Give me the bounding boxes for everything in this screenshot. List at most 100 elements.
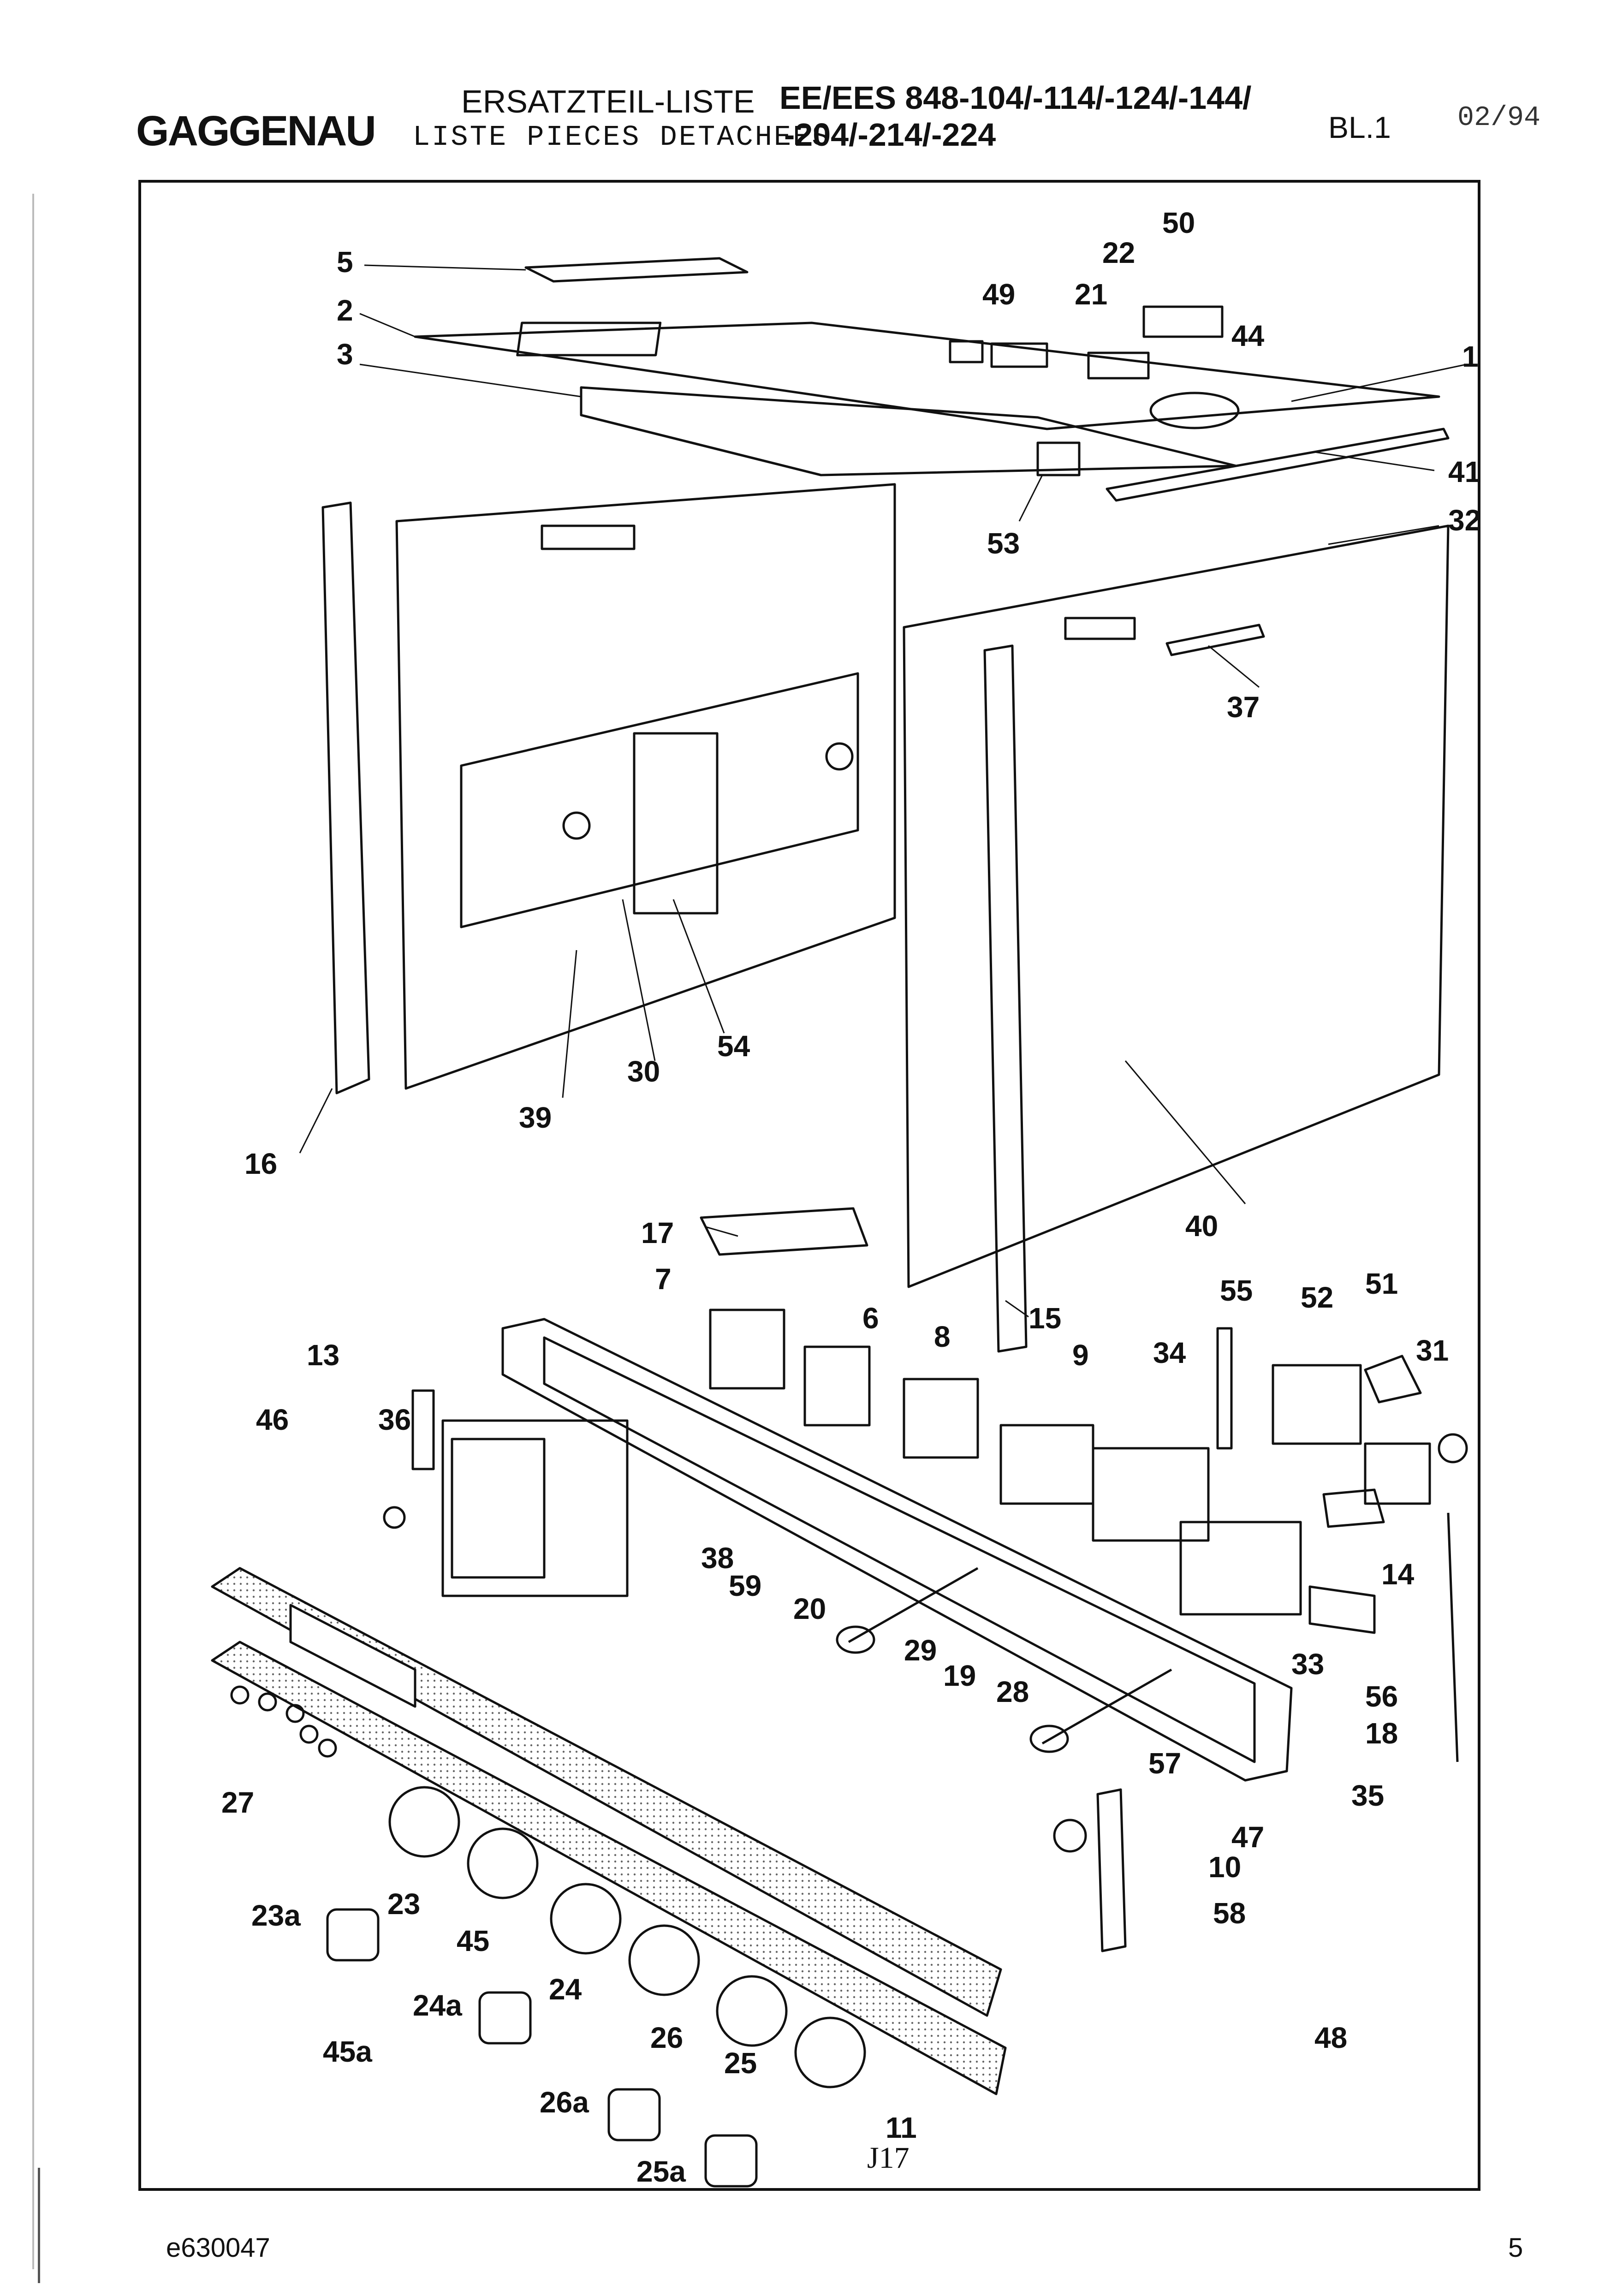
multi-switch-33 bbox=[1179, 1521, 1302, 1616]
knob-24-right bbox=[628, 1924, 700, 1996]
scan-edge-line-dark bbox=[38, 2168, 40, 2283]
part-label-44: 44 bbox=[1231, 319, 1265, 352]
part-label-34: 34 bbox=[1153, 1336, 1186, 1369]
label-plate bbox=[700, 1207, 868, 1256]
part-label-57: 57 bbox=[1148, 1747, 1181, 1780]
part-label-22: 22 bbox=[1102, 236, 1135, 269]
part-label-47: 47 bbox=[1231, 1820, 1264, 1854]
strip-55 bbox=[1216, 1327, 1233, 1450]
thermostat-coil bbox=[1438, 1433, 1468, 1463]
part-label-39: 39 bbox=[519, 1101, 552, 1134]
multi-switch-34 bbox=[1092, 1447, 1210, 1542]
part-label-26a: 26a bbox=[540, 2086, 589, 2119]
timer-front bbox=[451, 1438, 546, 1579]
part-label-36: 36 bbox=[378, 1403, 411, 1436]
part-label-41: 41 bbox=[1448, 455, 1481, 488]
part-label-11: 11 bbox=[886, 2111, 917, 2144]
part-label-8: 8 bbox=[934, 1320, 951, 1353]
button-27 bbox=[318, 1738, 337, 1758]
switch-6 bbox=[803, 1345, 871, 1427]
part-label-10: 10 bbox=[1208, 1850, 1241, 1884]
knob-23-left bbox=[388, 1786, 460, 1858]
cap-24a bbox=[478, 1991, 532, 2045]
side-rail-10 bbox=[1096, 1788, 1127, 1952]
part-label-59: 59 bbox=[729, 1569, 761, 1602]
shaft-29 bbox=[848, 1567, 979, 1643]
connector-block-22 bbox=[1087, 351, 1150, 380]
part-label-5: 5 bbox=[337, 245, 353, 279]
panel-hole bbox=[825, 742, 854, 771]
part-label-16: 16 bbox=[244, 1147, 277, 1180]
part-label-28: 28 bbox=[996, 1675, 1029, 1708]
part-label-35: 35 bbox=[1351, 1779, 1384, 1812]
part-label-20: 20 bbox=[793, 1592, 826, 1625]
part-label-45: 45 bbox=[457, 1924, 489, 1957]
part-label-19: 19 bbox=[943, 1659, 976, 1692]
part-label-45a: 45a bbox=[323, 2035, 372, 2068]
part-label-6: 6 bbox=[862, 1302, 879, 1335]
part-label-9: 9 bbox=[1072, 1338, 1089, 1372]
bracket-14 bbox=[1322, 1488, 1385, 1528]
button-27 bbox=[285, 1704, 305, 1723]
page-number: 5 bbox=[1508, 2233, 1523, 2263]
display-window bbox=[289, 1604, 416, 1708]
part-label-27: 27 bbox=[221, 1786, 254, 1819]
part-label-38: 38 bbox=[701, 1541, 734, 1575]
thermostat-31 bbox=[1364, 1442, 1431, 1505]
fan-motor bbox=[1149, 392, 1240, 429]
button-27 bbox=[299, 1725, 319, 1744]
part-label-2: 2 bbox=[337, 294, 353, 327]
vent-slot bbox=[1064, 617, 1136, 640]
control-frame-inner bbox=[543, 1336, 1256, 1763]
part-label-31: 31 bbox=[1416, 1334, 1449, 1367]
top-rail-edge bbox=[581, 414, 821, 476]
model-numbers-line1: EE/EES 848-104/-114/-124/-144/ bbox=[779, 80, 1252, 116]
sheet-number: BL.1 bbox=[1328, 110, 1391, 144]
scan-edge-line bbox=[32, 194, 34, 2269]
part-label-33: 33 bbox=[1291, 1648, 1324, 1681]
bracket-51 bbox=[1364, 1355, 1422, 1404]
part-label-29: 29 bbox=[904, 1634, 937, 1667]
part-label-25: 25 bbox=[724, 2046, 757, 2080]
shaft-29-head bbox=[836, 1625, 875, 1654]
vertical-strip bbox=[983, 644, 1028, 1353]
knob-23-right bbox=[467, 1827, 539, 1899]
part-label-14: 14 bbox=[1381, 1558, 1415, 1591]
drawing-frame bbox=[138, 180, 1480, 2191]
title-german: ERSATZTEIL-LISTE bbox=[461, 83, 755, 119]
part-label-46: 46 bbox=[256, 1403, 289, 1436]
part-label-13: 13 bbox=[307, 1338, 339, 1372]
part-label-50: 50 bbox=[1162, 206, 1195, 239]
part-label-53: 53 bbox=[987, 527, 1020, 560]
part-label-24: 24 bbox=[549, 1973, 582, 2006]
leader-lines bbox=[299, 264, 1467, 1318]
part-label-55: 55 bbox=[1220, 1274, 1253, 1307]
model-numbers-line2: -204/-214/-224 bbox=[784, 117, 996, 153]
insulation-mat bbox=[460, 672, 859, 928]
part-label-40: 40 bbox=[1185, 1209, 1218, 1243]
timer-module bbox=[441, 1419, 629, 1597]
part-label-51: 51 bbox=[1365, 1267, 1398, 1300]
clip-13 bbox=[411, 1389, 435, 1470]
right-side-panel bbox=[903, 524, 1450, 1288]
button-27 bbox=[258, 1692, 277, 1712]
part-label-30: 30 bbox=[627, 1055, 660, 1088]
control-frame bbox=[501, 1318, 1293, 1782]
connector-block-21 bbox=[990, 342, 1048, 368]
part-label-56: 56 bbox=[1365, 1680, 1398, 1713]
left-guide-rail bbox=[321, 501, 370, 1094]
top-frame-plate bbox=[414, 321, 1440, 430]
part-label-group: 1 2 3 5 6 7 8 9 10 11 13 14 15 16 17 18 … bbox=[221, 206, 1481, 2188]
brand-logo: GAGGENAU bbox=[136, 107, 376, 155]
part-label-7: 7 bbox=[655, 1262, 672, 1296]
switch-9 bbox=[999, 1424, 1094, 1505]
part-label-18: 18 bbox=[1365, 1717, 1398, 1750]
shaft-28-head bbox=[1029, 1725, 1069, 1753]
part-label-26: 26 bbox=[650, 2021, 683, 2054]
panel-hole bbox=[562, 811, 591, 840]
part-label-17: 17 bbox=[641, 1216, 674, 1249]
part-label-32: 32 bbox=[1448, 504, 1481, 537]
diagram-code: J17 bbox=[867, 2141, 910, 2175]
side-angle-rail bbox=[1106, 428, 1450, 502]
cutout-53 bbox=[1036, 441, 1081, 476]
